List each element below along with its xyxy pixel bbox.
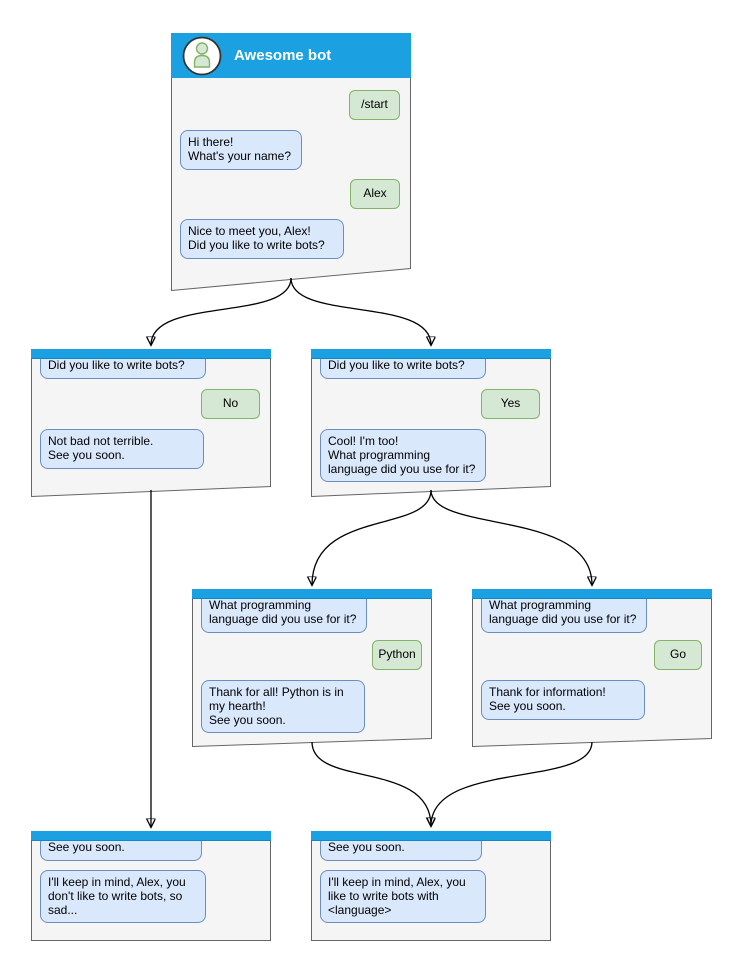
user-message-bubble: Python: [372, 640, 422, 670]
window-titlebar: [192, 589, 432, 599]
arrow-yes-to-python: [312, 489, 432, 585]
chat-window-go: What programming language did you use fo…: [472, 589, 712, 747]
bot-message-bubble: Thank for all! Python is in my hearth! S…: [201, 680, 365, 734]
window-titlebar: [31, 349, 271, 359]
user-message-bubble: Alex: [350, 179, 400, 209]
window-titlebar: [31, 831, 271, 841]
user-message-bubble: Go: [654, 640, 702, 670]
user-message-bubble: No: [201, 389, 260, 419]
bot-message-bubble: What programming language did you use fo…: [201, 593, 367, 633]
user-message-bubble: /start: [349, 90, 400, 120]
window-titlebar: [311, 349, 551, 359]
arrow-go-to-end: [431, 741, 593, 826]
chat-header: Awesome bot: [171, 33, 411, 78]
bot-message-bubble: Thank for information! See you soon.: [481, 680, 645, 720]
bot-message-bubble: I'll keep in mind, Alex, you like to wri…: [320, 870, 486, 924]
bot-message-bubble: Hi there! What's your name?: [180, 130, 302, 170]
window-titlebar: [472, 589, 712, 599]
chat-window-end-yes: See you soon. I'll keep in mind, Alex, y…: [311, 831, 551, 941]
arrow-python-to-end: [311, 741, 431, 826]
user-message-bubble: Yes: [481, 389, 540, 419]
chat-window-end-no: See you soon. I'll keep in mind, Alex, y…: [31, 831, 271, 941]
chat-title: Awesome bot: [234, 47, 332, 64]
bot-message-bubble: Not bad not terrible. See you soon.: [40, 429, 204, 469]
chat-window-start: Awesome bot /start Hi there! What's your…: [171, 33, 411, 291]
window-titlebar: [311, 831, 551, 841]
chat-window-branch-no: Did you like to write bots? No Not bad n…: [31, 349, 271, 497]
bot-message-bubble: I'll keep in mind, Alex, you don't like …: [40, 870, 206, 924]
bot-avatar-icon: [182, 36, 222, 76]
bot-message-bubble: Cool! I'm too! What programming language…: [320, 429, 486, 483]
chat-window-python: What programming language did you use fo…: [192, 589, 432, 747]
chat-window-branch-yes: Did you like to write bots? Yes Cool! I'…: [311, 349, 551, 497]
arrow-yes-to-go: [430, 489, 592, 585]
bot-message-bubble: Nice to meet you, Alex! Did you like to …: [180, 219, 344, 259]
